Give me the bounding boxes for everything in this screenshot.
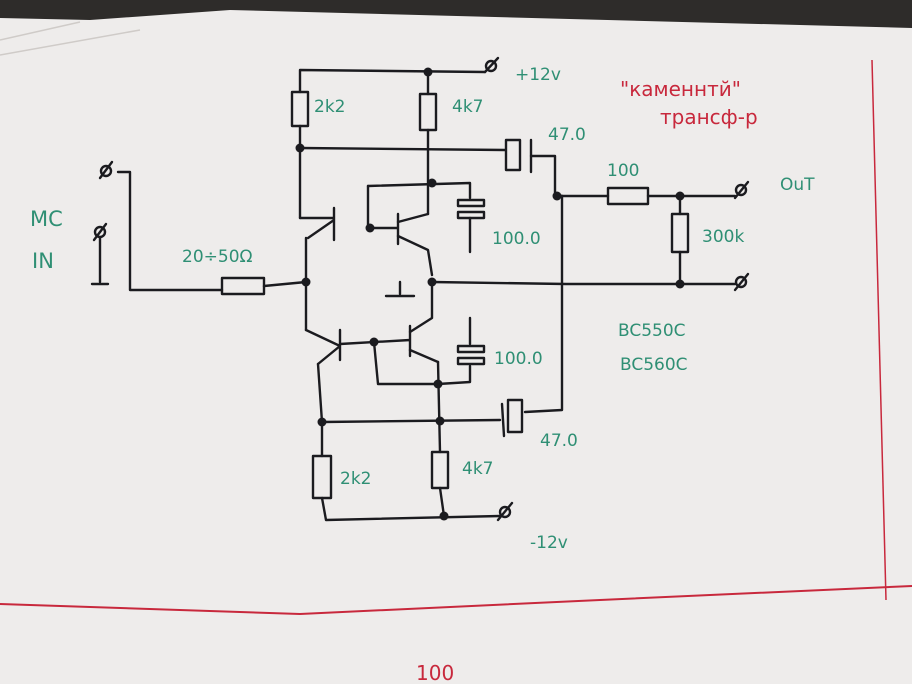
rail-pos (298, 68, 487, 94)
wire (436, 360, 442, 454)
wire (316, 362, 324, 424)
page-edge-lines (0, 21, 141, 56)
terminal-pos-ring (484, 59, 498, 73)
label-subtitle: трансф-р (660, 105, 758, 129)
transistor-q2-ce (396, 212, 434, 277)
label-cap-decouple-top: 100.0 (492, 229, 541, 249)
red-margin-right (871, 59, 887, 601)
wire (436, 364, 472, 386)
transistor-q1 (298, 206, 336, 242)
capacitor-100-top-a (456, 198, 486, 208)
wire (523, 194, 564, 414)
output-terminal-tick (733, 180, 750, 200)
ground-symbol (384, 280, 416, 298)
page-number: 100 (416, 661, 454, 684)
capacitor-47-bottom-plate (500, 402, 506, 438)
label-title: "каменнтй" (620, 77, 741, 101)
label-supply-pos: +12v (515, 65, 561, 85)
label-r-bottom-right: 4k7 (462, 459, 493, 479)
label-r-top-left: 2k2 (314, 97, 345, 117)
label-r-shunt: 300k (702, 227, 744, 247)
label-r-series: 100 (607, 161, 639, 181)
wire (438, 486, 446, 518)
capacitor-100-bottom-a (456, 344, 486, 354)
ground-line (430, 280, 737, 286)
label-npn: BC550C (618, 321, 686, 341)
wire (372, 340, 440, 386)
label-r-input: 20÷50Ω (182, 247, 253, 267)
label-cap-out-bottom: 47.0 (540, 431, 578, 451)
terminal-neg (498, 505, 512, 519)
input-wire (116, 170, 224, 292)
wire (320, 418, 502, 424)
wire (262, 280, 308, 288)
output-ground-terminal (734, 275, 748, 289)
input-terminal-top (99, 164, 113, 178)
terminal-neg-tick (496, 501, 514, 522)
label-pnp: BC560C (620, 355, 688, 375)
input-ground (90, 236, 110, 286)
capacitor-100-bottom-b (456, 356, 486, 366)
input-terminal-bottom-tick (92, 222, 108, 242)
label-r-bottom-left: 2k2 (340, 469, 371, 489)
output-ground-tick (733, 272, 750, 292)
capacitor-47-bottom-plate2 (506, 398, 524, 434)
input-terminal-top-tick (98, 160, 114, 180)
label-supply-neg: -12v (530, 533, 568, 553)
wire (298, 146, 507, 152)
paper-sheet (0, 10, 912, 684)
junction (365, 223, 375, 233)
label-cap-decouple-bottom: 100.0 (494, 349, 543, 369)
output-terminal (734, 183, 748, 197)
label-r-top-right: 4k7 (452, 97, 483, 117)
red-margin-bottom (0, 585, 912, 616)
label-input-bottom: IN (32, 249, 54, 273)
label-output: OuT (780, 175, 815, 195)
capacitor-47-top-plate (504, 138, 522, 172)
junction (439, 511, 449, 521)
junction (435, 416, 445, 426)
label-input-top: MC (30, 207, 63, 231)
wire (366, 181, 472, 200)
junction (552, 191, 562, 201)
label-cap-out-top: 47.0 (548, 125, 586, 145)
transistor-q4-ce (408, 280, 440, 364)
